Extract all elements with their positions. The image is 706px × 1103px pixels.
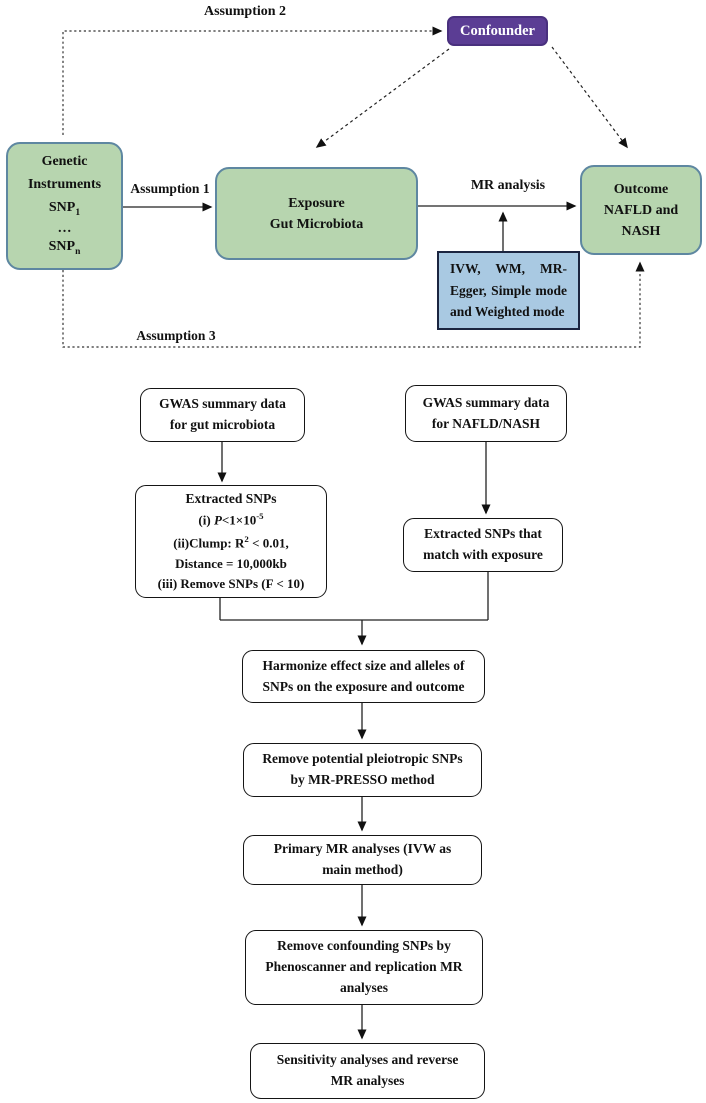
exposure-box: Exposure Gut Microbiota (215, 167, 418, 260)
gwas-nafld-line2: for NAFLD/NASH (431, 415, 541, 431)
primary-line2: main method) (322, 862, 403, 877)
gwas-nafld-box: GWAS summary data for NAFLD/NASH (405, 385, 567, 442)
mr-methods-box: IVW, WM, MR- Egger, Simple mode and Weig… (437, 251, 580, 330)
methods-line2: Egger, Simple mode (450, 282, 567, 298)
extracted-snps-criterion2: (ii)Clump: R2 < 0.01, (173, 533, 289, 550)
methods-line1: IVW, WM, MR- (450, 261, 567, 277)
sensitivity-line2: MR analyses (330, 1073, 405, 1088)
extracted-snps-criterion4: (iii) Remove SNPs (F < 10) (157, 576, 305, 592)
assumption1-label: Assumption 1 (130, 181, 210, 196)
outcome-line1: Outcome (613, 181, 669, 197)
assumption3-label: Assumption 3 (136, 328, 216, 343)
confounding-line2: Phenoscanner and replication MR (265, 959, 463, 975)
extracted-snps-criterion3: Distance = 10,000kb (175, 555, 287, 571)
assumption2-label: Assumption 2 (203, 4, 287, 19)
extracted-match-line2: match with exposure (423, 547, 543, 562)
genetic-line1: Genetic (41, 154, 88, 170)
outcome-line3: NASH (621, 223, 661, 239)
confounder-outcome-arrow (551, 46, 628, 149)
confounding-line3: analyses (339, 979, 388, 995)
genetic-line2: Instruments (27, 177, 102, 193)
extracted-snps-criterion1: (i) P<1×10-5 (198, 511, 264, 528)
genetic-ellipsis: … (57, 220, 72, 236)
primary-mr-box: Primary MR analyses (IVW as main method) (243, 835, 482, 885)
confounding-line1: Remove confounding SNPs by (277, 938, 451, 954)
presso-line1: Remove potential pleiotropic SNPs (262, 751, 463, 767)
outcome-box: Outcome NAFLD and NASH (580, 165, 702, 255)
exposure-line2: Gut Microbiota (269, 216, 364, 232)
sensitivity-box: Sensitivity analyses and reverse MR anal… (250, 1043, 485, 1099)
confounder-box-label: Confounder (460, 22, 535, 39)
exposure-line1: Exposure (288, 195, 345, 211)
gwas-gut-line2: for gut microbiota (169, 417, 276, 432)
extracted-match-box: Extracted SNPs that match with exposure (403, 518, 563, 572)
remove-confounding-box: Remove confounding SNPs by Phenoscanner … (245, 930, 483, 1005)
gwas-gut-line1: GWAS summary data (159, 396, 286, 412)
extracted-snps-box: Extracted SNPs (i) P<1×10-5 (ii)Clump: R… (135, 485, 327, 598)
methods-line3: and Weighted mode (450, 304, 565, 320)
harmonize-line1: Harmonize effect size and alleles of (262, 657, 465, 673)
mr-analysis-label: MR analysis (470, 178, 546, 193)
presso-line2: by MR-PRESSO method (290, 772, 435, 787)
primary-line1: Primary MR analyses (IVW as (273, 841, 452, 857)
genetic-instruments-box: Genetic Instruments SNP1 … SNPn (6, 142, 123, 270)
mr-presso-box: Remove potential pleiotropic SNPs by MR-… (243, 743, 482, 797)
gwas-gut-box: GWAS summary data for gut microbiota (140, 388, 305, 442)
confounder-exposure-arrow (315, 48, 450, 148)
assumption2-arrow (62, 26, 443, 135)
harmonize-box: Harmonize effect size and alleles of SNP… (242, 650, 485, 703)
extracted-snps-title: Extracted SNPs (185, 490, 277, 506)
gwas-nafld-line1: GWAS summary data (422, 394, 550, 410)
assumption3-arrow (62, 261, 645, 348)
genetic-snpn: SNPn (48, 239, 81, 258)
sensitivity-line1: Sensitivity analyses and reverse (276, 1052, 459, 1068)
harmonize-line2: SNPs on the exposure and outcome (262, 678, 465, 694)
genetic-snp1: SNP1 (48, 199, 81, 218)
extracted-match-line1: Extracted SNPs that (424, 526, 542, 542)
outcome-line2: NAFLD and (603, 202, 679, 218)
confounder-box: Confounder (447, 16, 548, 46)
